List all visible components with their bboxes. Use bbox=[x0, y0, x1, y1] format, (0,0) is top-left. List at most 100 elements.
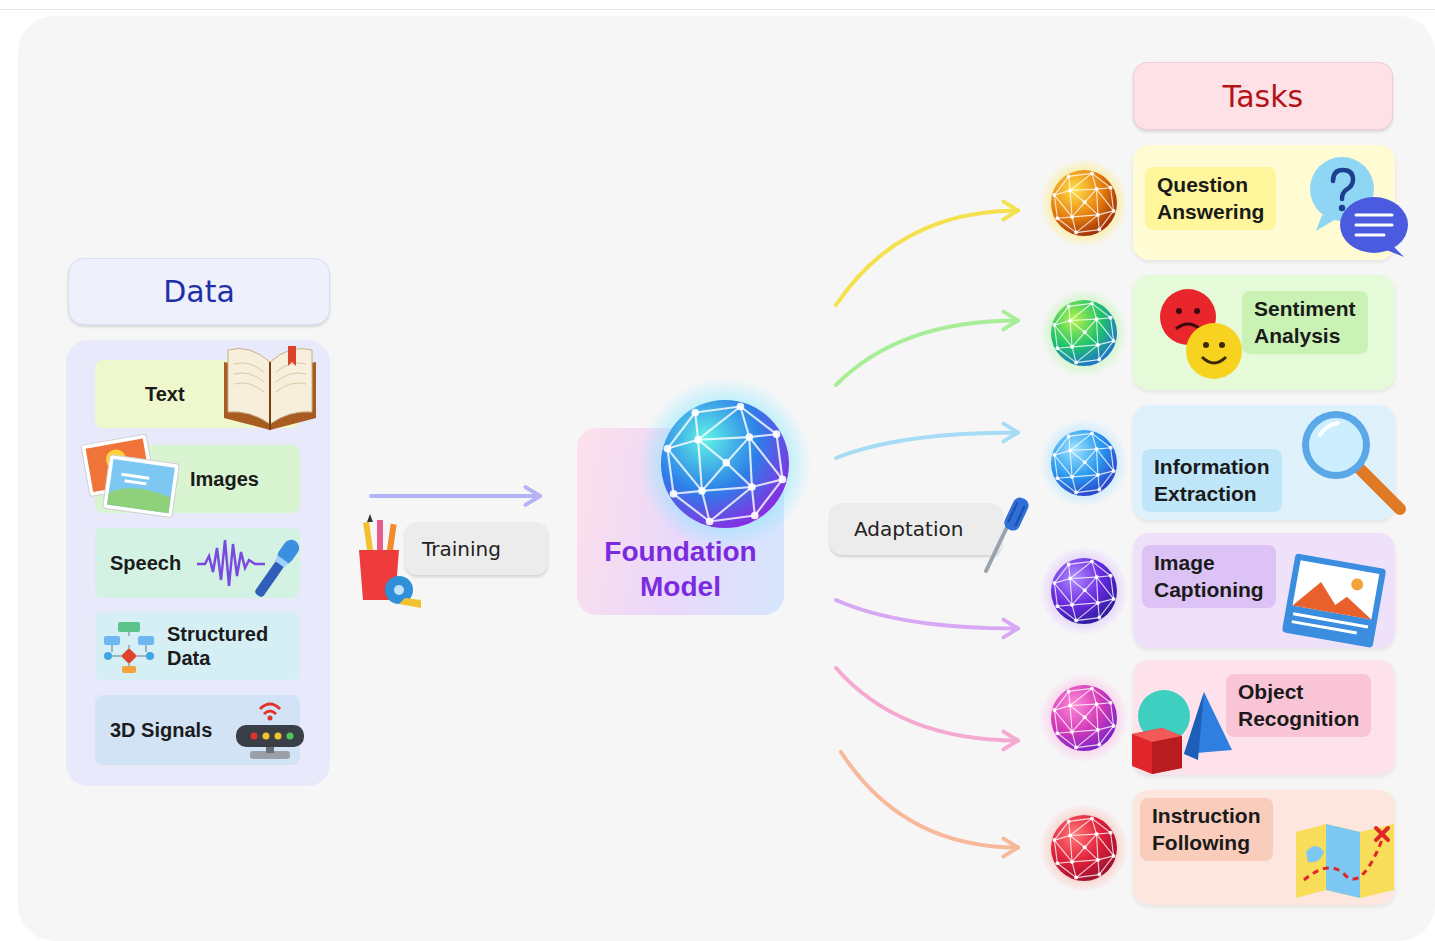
graphic-part bbox=[749, 437, 782, 479]
graphic-part bbox=[197, 540, 265, 586]
training-pill: Training bbox=[405, 522, 548, 575]
pencil-cup-icon bbox=[355, 520, 427, 612]
node-label: Data bbox=[68, 258, 330, 325]
task-box: Information Extraction bbox=[1030, 405, 1395, 520]
graphic-part bbox=[1039, 803, 1128, 892]
graphic-part bbox=[749, 434, 776, 437]
graphic-part bbox=[1072, 717, 1085, 732]
graphic-part bbox=[1076, 730, 1098, 748]
graphic-part bbox=[1039, 546, 1128, 635]
graphic-part bbox=[1083, 200, 1087, 204]
graphic-part bbox=[1076, 860, 1098, 878]
graphic-part bbox=[1072, 345, 1098, 347]
graphic-part bbox=[1112, 854, 1116, 858]
graphic-part bbox=[1092, 818, 1111, 832]
graphic-part bbox=[1098, 730, 1099, 745]
picture-icon bbox=[1282, 555, 1390, 647]
graphic-part bbox=[1070, 215, 1074, 219]
arrow-connector bbox=[836, 312, 1018, 385]
graphic-part bbox=[1095, 702, 1099, 706]
graphic-part bbox=[1083, 330, 1087, 334]
graphic-part bbox=[1098, 341, 1114, 345]
graphic-part bbox=[1090, 816, 1094, 820]
graphic-part bbox=[1072, 475, 1098, 477]
graphic-part bbox=[1092, 688, 1111, 702]
graphic-part bbox=[1074, 619, 1078, 623]
graphic-part bbox=[1070, 321, 1072, 347]
graphic-part bbox=[275, 556, 288, 568]
graphic-part bbox=[1083, 460, 1087, 464]
graphic-part bbox=[1072, 847, 1085, 862]
graphic-part bbox=[1076, 345, 1098, 363]
graphic-part bbox=[1092, 688, 1097, 704]
graphic-part bbox=[1097, 189, 1098, 215]
graphic-part bbox=[1085, 704, 1097, 717]
graphic-part bbox=[251, 733, 258, 740]
graphic-part bbox=[1097, 319, 1114, 341]
graphic-part bbox=[706, 518, 714, 526]
graphic-part bbox=[1098, 475, 1099, 490]
graphic-part bbox=[1057, 347, 1072, 348]
graphic-part bbox=[726, 463, 752, 487]
graphic-part bbox=[1067, 689, 1071, 693]
graphic-part bbox=[1072, 215, 1098, 217]
graphic-part bbox=[1316, 215, 1336, 231]
graphic-part bbox=[1340, 197, 1408, 253]
graphic-part bbox=[1292, 614, 1368, 635]
graphic-part bbox=[1072, 603, 1098, 605]
graphic-part bbox=[1069, 564, 1070, 578]
graphic-part bbox=[1068, 834, 1072, 838]
graphic-part bbox=[107, 485, 171, 514]
graphic-part bbox=[639, 378, 812, 551]
graphic-part bbox=[1085, 462, 1098, 475]
graphic-part bbox=[1090, 686, 1094, 690]
graphic-part bbox=[691, 409, 699, 417]
graphic-part bbox=[1293, 560, 1380, 619]
graphic-part bbox=[104, 636, 120, 645]
graphic-part bbox=[1092, 303, 1097, 319]
graphic-part bbox=[1057, 732, 1072, 733]
graphic-part bbox=[702, 487, 752, 491]
graphic-part bbox=[1070, 688, 1092, 705]
graphic-part bbox=[1302, 411, 1370, 479]
connector-line bbox=[836, 321, 1018, 386]
node-label: Foundation Model bbox=[577, 534, 784, 604]
graphic-part bbox=[1076, 603, 1098, 621]
arrow-connector bbox=[836, 202, 1018, 305]
graphic-part bbox=[121, 474, 150, 484]
task-box: Image Captioning bbox=[1030, 533, 1395, 648]
graphic-part bbox=[367, 514, 373, 522]
graphic-part bbox=[1072, 590, 1085, 605]
graphic-part bbox=[1096, 601, 1100, 605]
graphic-part bbox=[695, 413, 698, 440]
graphic-part bbox=[1097, 488, 1101, 492]
node-label: Instruction Following bbox=[1140, 798, 1273, 861]
graphic-part bbox=[1070, 303, 1092, 320]
arrow-connector bbox=[836, 424, 1018, 458]
graphic-part bbox=[668, 413, 696, 449]
graphic-part bbox=[710, 487, 752, 522]
graphic-part bbox=[1052, 708, 1056, 712]
graphic-part bbox=[1097, 358, 1101, 362]
graphic-part bbox=[1085, 189, 1097, 202]
graphic-part bbox=[1097, 834, 1098, 860]
graphic-part bbox=[726, 437, 749, 463]
graphic-part bbox=[1072, 730, 1098, 732]
speech-bubbles-icon bbox=[1292, 153, 1414, 265]
graphic-part bbox=[1092, 173, 1097, 189]
graphic-part bbox=[1072, 732, 1076, 748]
graphic-part bbox=[1090, 301, 1094, 305]
arrowhead bbox=[526, 487, 540, 505]
node-label: Tasks bbox=[1133, 62, 1393, 130]
graphic-part bbox=[260, 704, 280, 709]
node-label: Images bbox=[190, 467, 259, 491]
graphic-part bbox=[1070, 189, 1096, 190]
graphic-part bbox=[1055, 476, 1059, 480]
graphic-part bbox=[264, 711, 276, 714]
graphic-part bbox=[1098, 726, 1114, 730]
task-box: Sentiment Analysis bbox=[1030, 275, 1395, 390]
top-rule bbox=[0, 9, 1435, 10]
graphic-part bbox=[1055, 604, 1059, 608]
graphic-part bbox=[1097, 449, 1114, 471]
graphic-part bbox=[1070, 451, 1072, 477]
